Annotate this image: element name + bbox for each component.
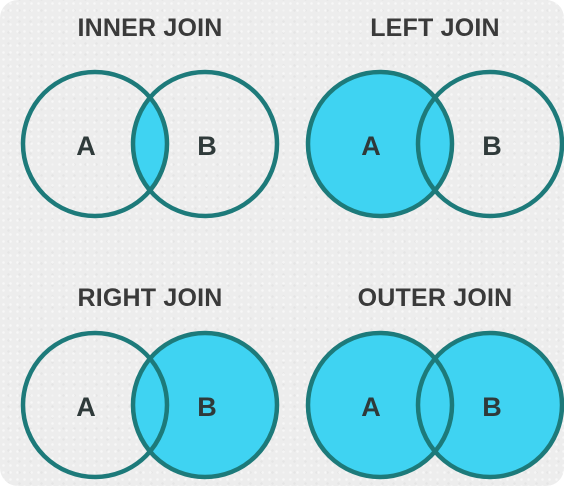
set-b-fill [133,333,277,477]
set-b-label: B [197,131,217,161]
set-b-label: B [482,131,502,161]
shaded-region [133,333,277,477]
set-b-fill [418,333,562,477]
set-a-label: A [361,131,381,161]
set-b-label: B [197,392,217,422]
set-a-label: A [76,131,96,161]
set-b-circle [130,330,280,480]
right-join-venn-diagram: A B [20,330,280,480]
shaded-region [308,333,562,477]
inner-join-title: INNER JOIN [77,14,223,42]
shaded-region [308,72,452,216]
left-join-title: LEFT JOIN [370,14,500,42]
set-a-circle [20,69,170,219]
inner-join-venn-diagram: A B [20,69,280,219]
set-a-fill [308,333,452,477]
set-b-circle [130,69,280,219]
set-a-label: A [361,392,381,422]
set-a-fill [308,72,452,216]
set-a-label: A [76,392,96,422]
set-b-label: B [482,392,502,422]
outer-join-title: OUTER JOIN [357,284,513,312]
set-a-circle [305,330,455,480]
set-a-circle [305,69,455,219]
set-a-circle [20,330,170,480]
left-join-venn-diagram: A B [305,69,564,219]
right-join-title: RIGHT JOIN [77,284,223,312]
outer-join-venn-diagram: A B [305,330,564,480]
set-b-circle [415,69,564,219]
set-b-circle [415,330,564,480]
